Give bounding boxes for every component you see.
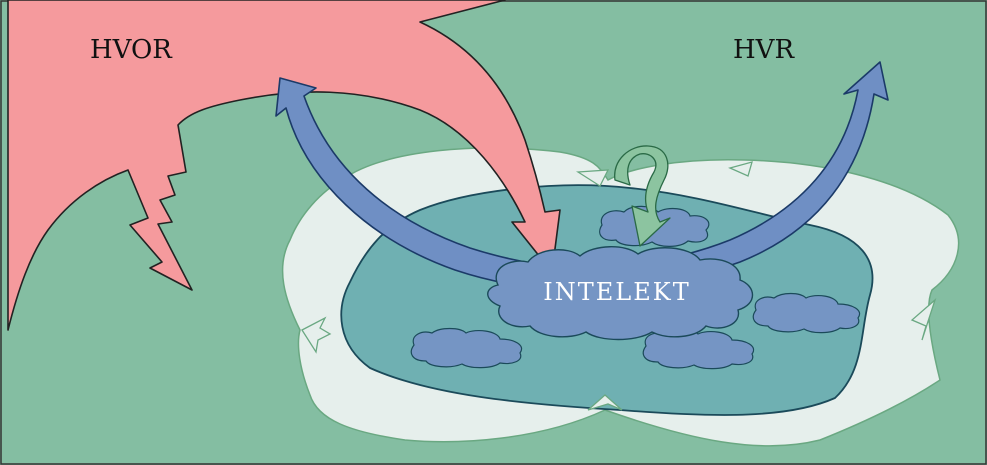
outer-arrowhead-left xyxy=(301,316,332,354)
label-hvor: HVOR xyxy=(90,35,173,65)
label-hvr: HVR xyxy=(733,35,795,65)
blue-cloud-right xyxy=(752,292,861,334)
outer-arrowhead-upper-right xyxy=(728,161,753,177)
center-cloud xyxy=(487,246,754,341)
outer-arrowhead-right xyxy=(910,297,937,341)
outer-arrowhead-bottom xyxy=(587,394,623,411)
blue-cloud-left xyxy=(410,327,523,369)
green-arrow xyxy=(614,145,671,247)
label-intelekt: INTELEKT xyxy=(543,278,690,306)
outer-arrowhead-top xyxy=(575,169,610,187)
